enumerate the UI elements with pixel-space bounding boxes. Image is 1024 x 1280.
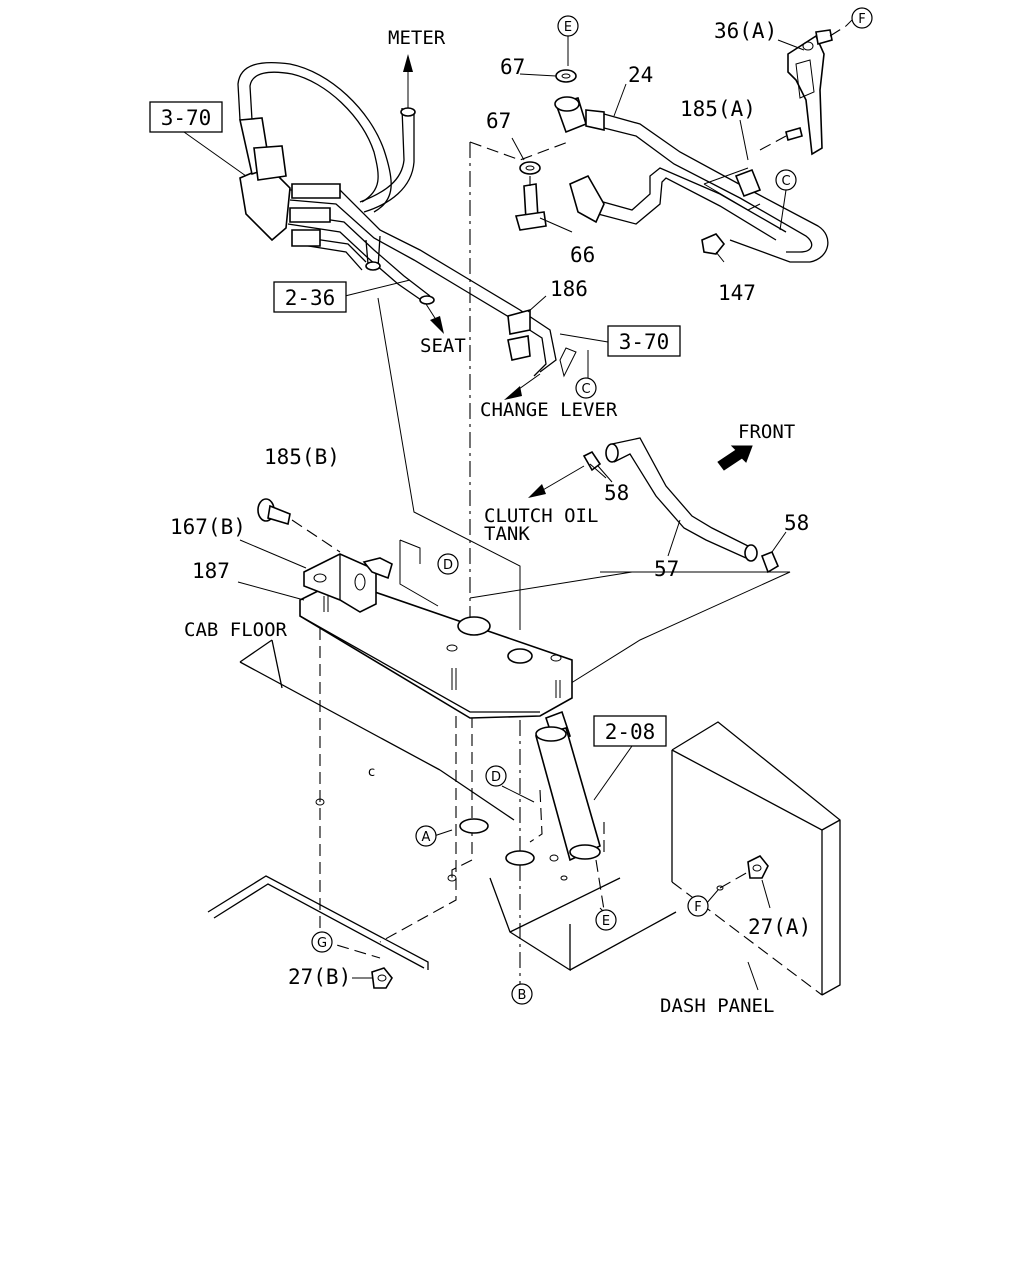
part-36a: 36(A)	[714, 19, 777, 43]
change-lever-arrow-icon	[504, 386, 522, 400]
nut-27a	[716, 854, 769, 891]
marker-e-lower: E	[595, 909, 617, 931]
ref-box-3-70-right: 3-70	[607, 325, 681, 357]
svg-text:F: F	[694, 900, 701, 915]
svg-text:D: D	[491, 770, 501, 785]
svg-text:C: C	[781, 174, 790, 189]
seat-arrow-icon	[430, 316, 444, 334]
change-lever-label: CHANGE LEVER	[480, 399, 618, 421]
marker-c-lever: C	[575, 377, 597, 399]
part-67-top: 67	[500, 55, 525, 79]
marker-c-right: C	[775, 169, 797, 191]
svg-text:c: c	[368, 765, 375, 780]
part-147: 147	[718, 281, 756, 305]
part-187: 187	[192, 559, 230, 583]
ref-2-08-text: 2-08	[605, 720, 656, 744]
part-27a: 27(A)	[748, 915, 811, 939]
marker-d-lower: D	[485, 765, 507, 787]
part-66: 66	[570, 243, 595, 267]
clutch-oil-label: CLUTCH OIL	[484, 505, 598, 527]
ref-3-70-top-text: 3-70	[161, 106, 212, 130]
damper-2-08	[535, 710, 601, 862]
nut-27b	[352, 967, 393, 989]
part-186: 186	[550, 277, 588, 301]
marker-d-upper: D	[437, 553, 459, 575]
floor-plate-187	[299, 579, 573, 719]
ref-box-3-70-top: 3-70	[149, 101, 223, 133]
bolt-185b	[257, 498, 341, 553]
clamp-58-left	[597, 465, 613, 483]
meter-label: METER	[388, 27, 446, 49]
ref-box-2-36: 2-36	[273, 281, 347, 313]
seat-label: SEAT	[420, 335, 466, 357]
cab-floor-label: CAB FLOOR	[184, 619, 288, 641]
marker-e-top: E	[557, 15, 579, 66]
part-67-mid: 67	[486, 109, 511, 133]
marker-f-lower: F	[687, 895, 709, 917]
dash-panel-body	[671, 721, 841, 996]
arrows	[403, 54, 753, 498]
bracket-36a	[759, 25, 847, 156]
clip-186	[507, 308, 531, 361]
marker-b: B	[511, 983, 533, 1005]
marker-a: A	[415, 825, 437, 847]
cab-floor-body: c	[207, 639, 677, 972]
svg-text:G: G	[317, 936, 327, 951]
marker-f-top: F	[851, 7, 873, 29]
ref-box-2-08: 2-08	[593, 715, 667, 747]
upper-pipes	[237, 61, 557, 377]
pipe-24	[554, 96, 829, 263]
clutch-hose-57	[582, 437, 780, 574]
part-24: 24	[628, 63, 653, 87]
bracket-167b	[303, 553, 393, 613]
part-58-right: 58	[784, 511, 809, 535]
front-arrow-icon	[717, 445, 753, 471]
part-27b: 27(B)	[288, 965, 351, 989]
part-167b: 167(B)	[170, 515, 246, 539]
svg-text:E: E	[564, 20, 572, 35]
clutch-oil-arrow-icon	[528, 484, 546, 498]
marker-g: G	[311, 931, 333, 953]
svg-text:B: B	[518, 988, 527, 1003]
part-185a: 185(A)	[680, 97, 756, 121]
svg-text:A: A	[422, 830, 431, 845]
svg-text:F: F	[858, 12, 865, 27]
floor-holes	[315, 798, 568, 882]
tank-label: TANK	[484, 523, 530, 545]
svg-text:D: D	[443, 558, 453, 573]
ref-3-70-right-text: 3-70	[619, 330, 670, 354]
front-label: FRONT	[738, 421, 795, 443]
dash-panel-label: DASH PANEL	[660, 995, 774, 1017]
washers-bolt	[514, 69, 726, 255]
ref-2-36-text: 2-36	[285, 286, 336, 310]
svg-text:E: E	[602, 914, 610, 929]
part-185b: 185(B)	[264, 445, 340, 469]
part-57: 57	[654, 557, 679, 581]
meter-arrow-icon	[403, 54, 413, 72]
part-58-left: 58	[604, 481, 629, 505]
svg-text:C: C	[581, 382, 590, 397]
plate-d-marker-outline	[399, 539, 439, 607]
